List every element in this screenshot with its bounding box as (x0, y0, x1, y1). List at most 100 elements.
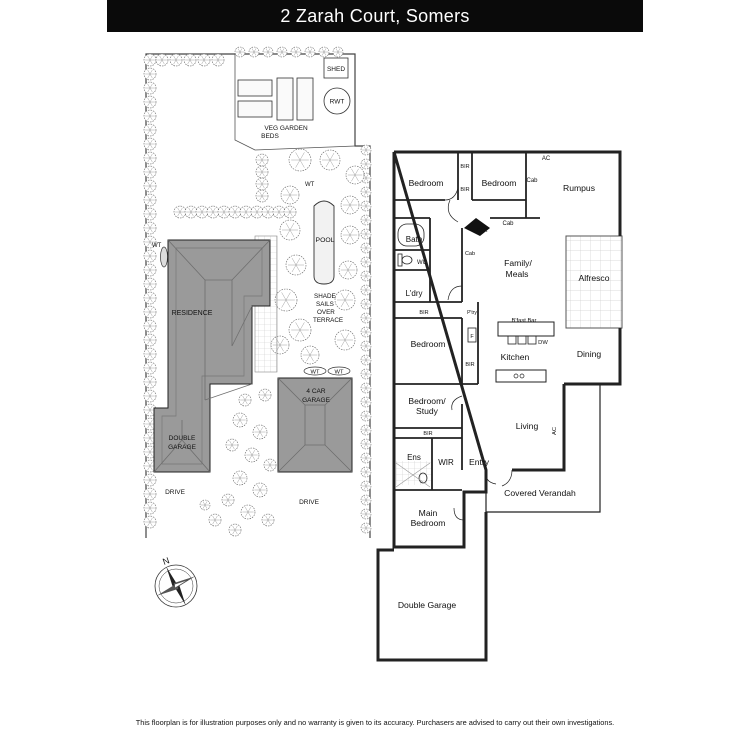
tree-canopies (143, 46, 372, 537)
room-main-bedroom-1: Main (419, 508, 438, 518)
tree-canopy (143, 375, 157, 389)
tree-canopy (255, 189, 269, 203)
bir-2: BIR (460, 187, 469, 193)
tree-canopy (360, 396, 372, 408)
tree-canopy (211, 53, 225, 67)
room-alfresco: Alfresco (578, 273, 609, 283)
tree-canopy (255, 153, 269, 167)
room-rumpus: Rumpus (563, 183, 595, 193)
door-swing (453, 507, 465, 521)
tree-canopy (173, 205, 187, 219)
water-tank (160, 246, 168, 268)
tree-canopy (288, 148, 312, 172)
bathtub (397, 223, 425, 247)
tree-canopy (283, 205, 297, 219)
tree-canopy (239, 205, 253, 219)
tree-canopy (360, 214, 372, 226)
room-bath: Bath (406, 235, 422, 244)
tree-canopy (360, 326, 372, 338)
tree-canopy (225, 438, 239, 452)
tree-canopy (184, 205, 198, 219)
tree-canopy (360, 270, 372, 282)
disclaimer: This floorplan is for illustration purpo… (135, 718, 615, 727)
tree-canopy (360, 284, 372, 296)
verandah-outline (485, 383, 620, 513)
tree-canopy (250, 205, 264, 219)
tree-canopy (143, 487, 157, 501)
door-swing (451, 395, 463, 411)
double-garage-site-label-1: DOUBLE (169, 435, 196, 442)
tree-canopy (360, 144, 372, 156)
bir-3: BIR (419, 310, 428, 316)
door-swing (501, 469, 513, 487)
kitchen-bench (495, 369, 547, 383)
door-swing (444, 187, 459, 201)
tree-canopy (143, 277, 157, 291)
tree-canopy (143, 179, 157, 193)
title-bar: 2 Zarah Court, Somers (107, 0, 643, 32)
veg-bed (276, 77, 294, 121)
interior-walls (394, 152, 540, 491)
tree-canopy (143, 417, 157, 431)
tree-canopy (155, 53, 169, 67)
tree-canopy (143, 207, 157, 221)
alfresco-area (565, 235, 623, 329)
rwt-label: RWT (330, 99, 345, 106)
tree-canopy (232, 412, 248, 428)
tree-canopy (234, 46, 246, 58)
tree-canopy (255, 177, 269, 191)
ac-1: AC (542, 156, 551, 162)
tree-canopy (280, 185, 300, 205)
ensuite-wc (418, 472, 428, 484)
veg-bed (237, 100, 273, 118)
tree-canopy (360, 354, 372, 366)
double-garage-site-label-2: GARAGE (168, 444, 196, 451)
tree-canopy (143, 109, 157, 123)
bir-4: BIR (465, 362, 474, 368)
water-tank (303, 366, 327, 376)
room-bedroom-2: Bedroom (482, 178, 517, 188)
tree-canopy (360, 438, 372, 450)
tree-canopy (143, 431, 157, 445)
tree-canopy (143, 473, 157, 487)
ac-2: AC (552, 427, 558, 435)
glr-fireplace (464, 218, 490, 236)
tree-canopy (143, 123, 157, 137)
tree-canopy (318, 46, 330, 58)
drive-left-label: DRIVE (165, 489, 186, 496)
room-living: Living (516, 421, 539, 431)
tree-canopy (143, 319, 157, 333)
tree-canopy (252, 424, 268, 440)
tree-canopy (143, 137, 157, 151)
tree-canopy (360, 522, 372, 534)
cab-1: Cab (526, 178, 538, 184)
door-swing (447, 199, 459, 223)
tree-canopy (143, 235, 157, 249)
tree-canopy (143, 95, 157, 109)
tree-canopy (262, 46, 274, 58)
tree-canopy (244, 447, 260, 463)
tree-canopy (143, 53, 157, 67)
tree-canopy (143, 291, 157, 305)
tree-canopy (238, 393, 252, 407)
tree-canopy (143, 403, 157, 417)
glr-label: GLR (476, 228, 487, 234)
four-car-label-1: 4 CAR (306, 388, 325, 395)
room-bedroom-1: Bedroom (409, 178, 444, 188)
room-laundry: L'dry (405, 289, 422, 298)
tree-canopy (228, 523, 242, 537)
tree-canopy (143, 515, 157, 529)
tree-canopy (228, 205, 242, 219)
tree-canopy (345, 165, 365, 185)
tree-canopy (332, 46, 344, 58)
shade-label-4: TERRACE (313, 317, 343, 324)
tree-canopy (360, 508, 372, 520)
tree-canopy (261, 513, 275, 527)
tree-canopy (143, 67, 157, 81)
room-ensuite: Ens (407, 453, 421, 462)
tree-canopy (360, 312, 372, 324)
wc-label: WC (417, 260, 428, 266)
tree-canopy (143, 165, 157, 179)
tree-canopy (340, 225, 360, 245)
rain-water-tank (323, 87, 351, 115)
